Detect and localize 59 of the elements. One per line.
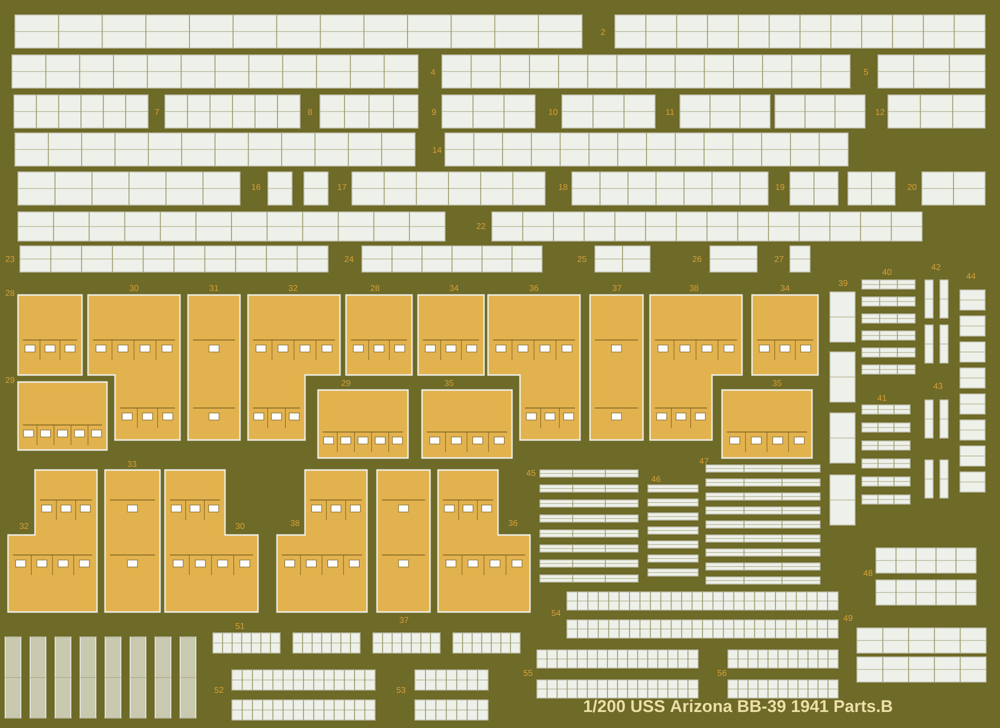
part-number: 35 xyxy=(772,380,782,386)
part-number: 17 xyxy=(338,184,346,190)
part-number: 53 xyxy=(396,687,406,694)
part-number: 54 xyxy=(552,610,560,616)
part-number: 36 xyxy=(530,285,538,291)
part-number: 2 xyxy=(601,29,605,35)
part-number: 30 xyxy=(130,285,138,291)
part-number: 45 xyxy=(526,470,536,476)
part-number: 46 xyxy=(651,476,660,482)
part-number: 41 xyxy=(877,395,886,401)
part-number: 37 xyxy=(612,285,622,291)
part-number: 32 xyxy=(288,285,298,291)
part-number: 37 xyxy=(400,617,408,624)
part-number: 30 xyxy=(236,523,244,529)
part-number: 42 xyxy=(931,264,940,270)
part-number: 4 xyxy=(430,69,436,75)
part-number: 27 xyxy=(774,256,784,262)
part-number: 14 xyxy=(432,147,442,153)
part-number: 33 xyxy=(128,461,136,467)
part-number: 40 xyxy=(882,269,892,275)
part-number: 11 xyxy=(666,109,674,115)
part-number: 19 xyxy=(776,184,784,190)
part-number: 24 xyxy=(344,256,354,262)
part-number: 26 xyxy=(692,256,702,262)
part-number: 31 xyxy=(210,285,218,291)
part-number: 35 xyxy=(444,380,454,386)
part-number: 23 xyxy=(6,256,14,262)
part-number: 12 xyxy=(876,109,884,115)
title: 1/200 USS Arizona BB-39 1941 Parts.B xyxy=(584,700,892,712)
part-number: 39 xyxy=(838,280,848,286)
part-number: 44 xyxy=(966,273,976,279)
part-number: 5 xyxy=(864,69,868,75)
part-number: 9 xyxy=(432,109,436,115)
part-number: 56 xyxy=(718,670,726,676)
part-number: 28 xyxy=(370,285,380,291)
part-number: 25 xyxy=(578,256,586,262)
part-number: 10 xyxy=(548,109,558,115)
part-number: 20 xyxy=(908,184,916,190)
part-number: 28 xyxy=(6,290,14,296)
part-number: 55 xyxy=(524,670,532,676)
part-number: 34 xyxy=(450,285,458,291)
part-number: 7 xyxy=(155,109,159,115)
part-number: 38 xyxy=(290,520,300,526)
part-number: 8 xyxy=(308,109,312,115)
part-number: 52 xyxy=(214,687,224,694)
part-number: 36 xyxy=(508,520,518,526)
part-number: 43 xyxy=(933,383,942,389)
part-number: 34 xyxy=(780,285,790,291)
part-number: 48 xyxy=(863,570,872,576)
part-number: 32 xyxy=(20,523,28,529)
part-number: 16 xyxy=(252,184,260,190)
part-number: 38 xyxy=(690,285,698,291)
part-number: 51 xyxy=(236,623,244,629)
part-number: 47 xyxy=(699,458,708,464)
part-number: 18 xyxy=(558,184,568,190)
part-number: 29 xyxy=(6,377,14,383)
part-number: 29 xyxy=(342,380,350,386)
part-number: 49 xyxy=(843,615,852,621)
part-number: 22 xyxy=(476,223,486,229)
